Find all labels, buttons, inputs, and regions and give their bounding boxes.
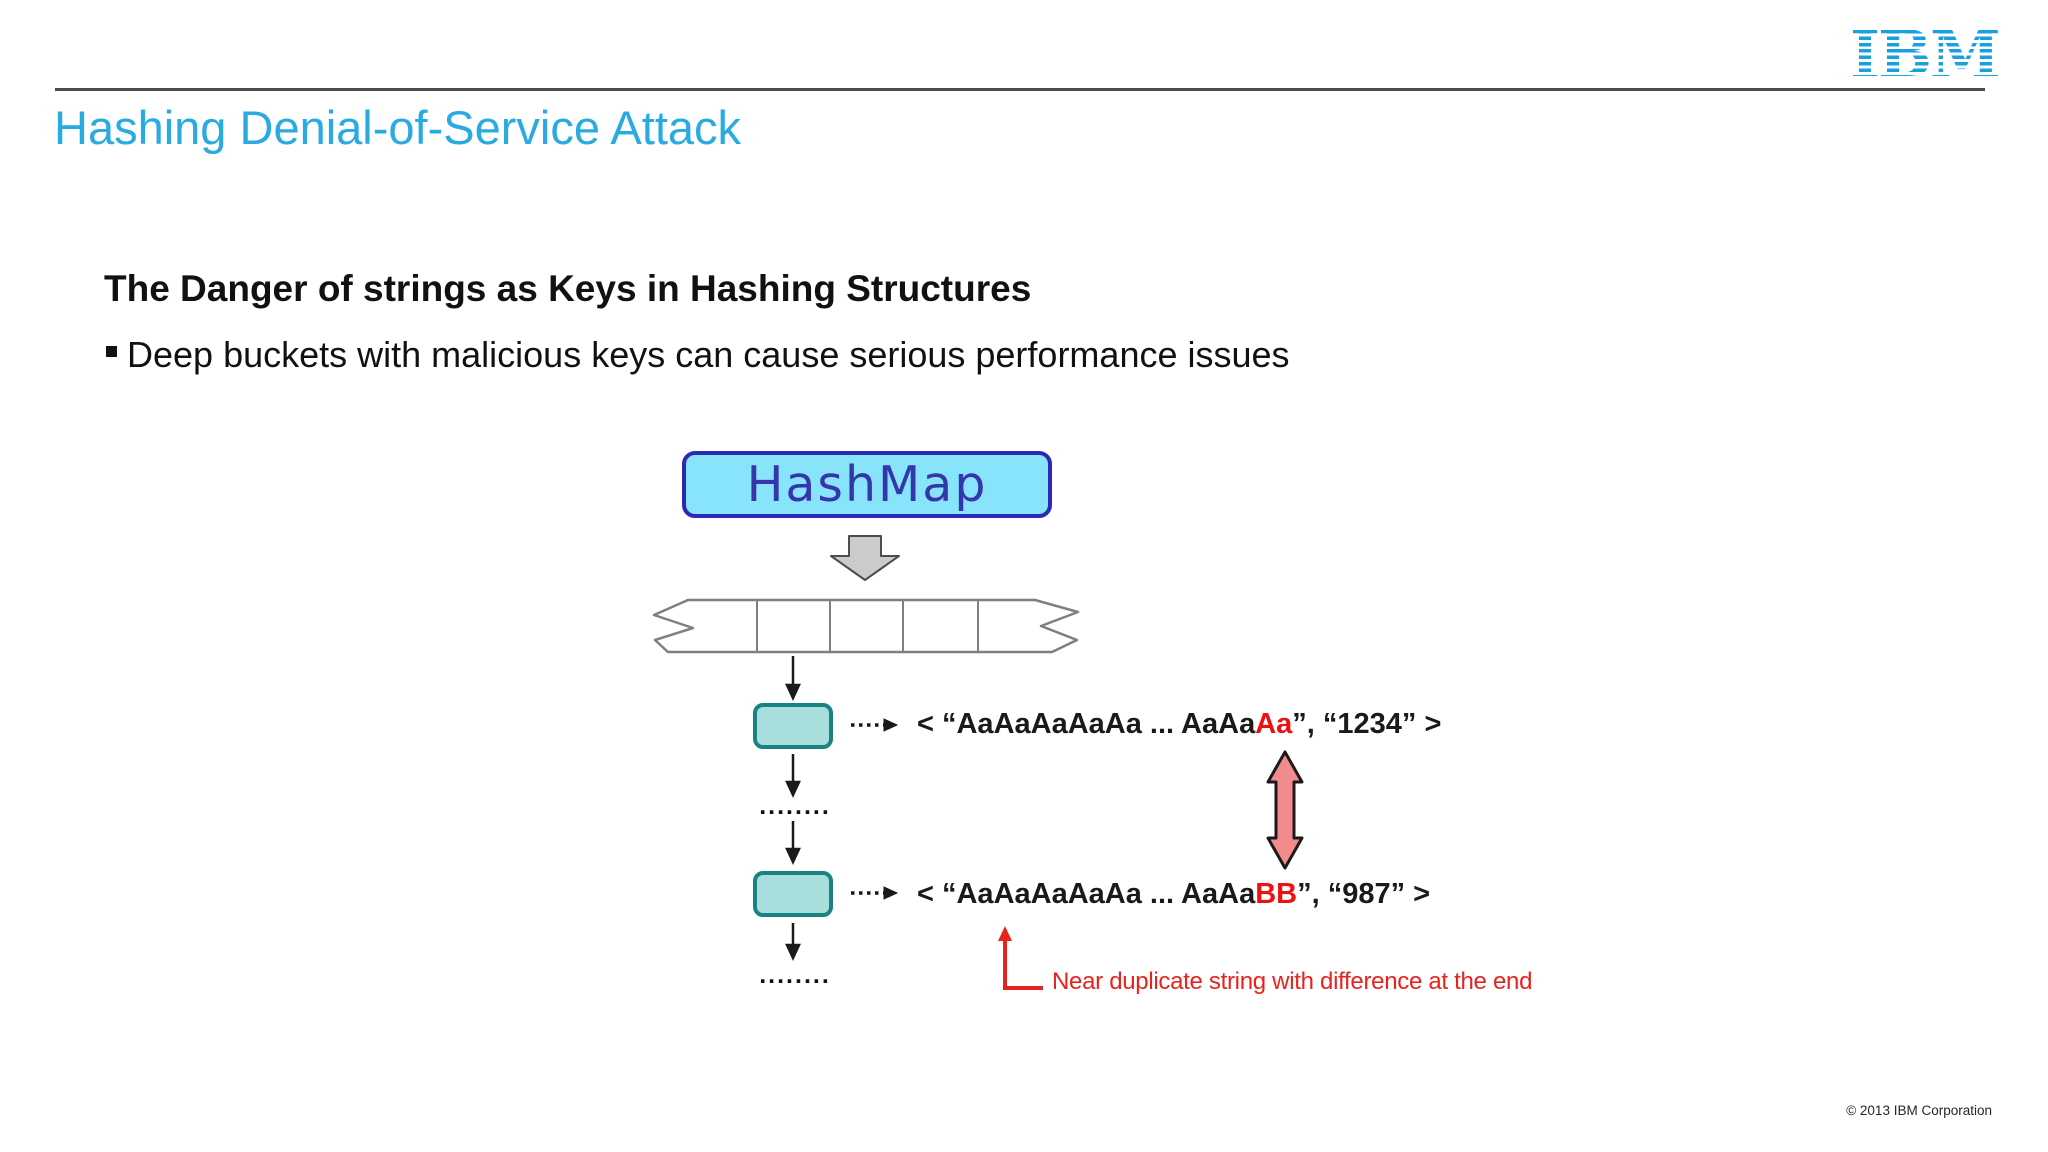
section-heading: The Danger of strings as Keys in Hashing… [104,268,1032,309]
bucket-array-outline [652,598,1080,654]
bullet-text: Deep buckets with malicious keys can cau… [127,334,1290,375]
bucket-array-dividers [756,601,979,651]
dotted-arrow-icon [851,718,899,732]
down-arrow-icon [785,821,801,865]
annotation-text: Near duplicate string with difference at… [1052,968,1533,995]
ibm-logo: IBM [1850,17,2001,92]
entry-1-highlight: Aa [1255,708,1293,740]
hashmap-label: HashMap [746,456,988,513]
bucket-node [753,703,833,749]
annotation-elbow-arrow-icon [998,926,1043,990]
entry-2-text: < “AaAaAaAaAa ... AaAaBB”, “987” > [917,878,1430,911]
entry-2-prefix: < “AaAaAaAaAa ... AaAa [917,878,1256,910]
copyright-text: © 2013 IBM Corporation [1846,1103,1992,1118]
ellipsis-dots: ........ [759,792,831,820]
ellipsis-dots: ........ [759,961,831,989]
dotted-arrow-icon [851,886,899,900]
bucket-node [753,871,833,917]
bucket-array [652,598,1080,654]
slide-title: Hashing Denial-of-Service Attack [54,101,742,154]
entry-2-highlight: BB [1255,878,1298,910]
bullet-item: Deep buckets with malicious keys can cau… [106,334,1290,376]
hashmap-node: HashMap [682,451,1052,518]
bullet-square-icon [106,346,117,357]
entry-1-text: < “AaAaAaAaAa ... AaAaAa”, “1234” > [917,708,1441,741]
down-arrow-icon [785,923,801,961]
down-arrow-icon [785,656,801,701]
header-divider [55,88,1985,91]
block-arrow-down-icon [830,535,900,581]
red-double-arrow-icon [1266,750,1304,870]
entry-1-prefix: < “AaAaAaAaAa ... AaAa [917,708,1256,740]
entry-1-suffix: ”, “1234” > [1292,708,1442,740]
entry-2-suffix: ”, “987” > [1297,878,1431,910]
down-arrow-icon [785,754,801,798]
